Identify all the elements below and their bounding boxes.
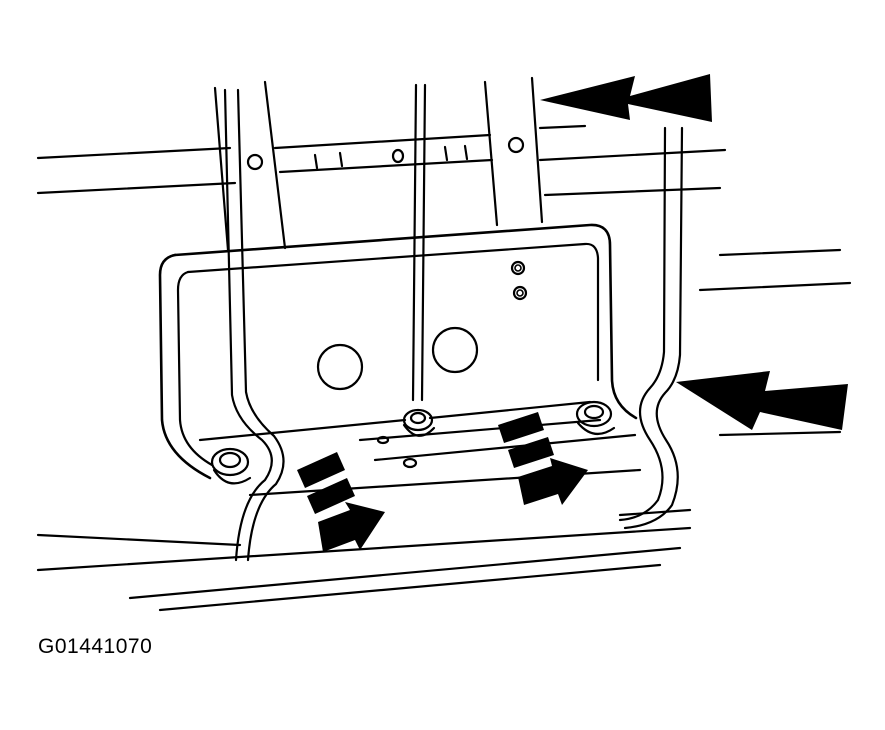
right-dashed-arrow — [498, 412, 588, 505]
floor-lines — [36, 468, 692, 612]
left-dashed-arrow — [297, 452, 385, 552]
mounting-plate — [158, 223, 638, 480]
body-panel-lines — [36, 124, 852, 437]
center-grommet — [402, 408, 436, 437]
lower-bracket — [358, 418, 637, 469]
seat-rail — [213, 76, 544, 252]
right-middle-arrow — [676, 371, 848, 430]
right-grommet — [575, 400, 616, 435]
cables — [223, 83, 684, 562]
left-grommet — [210, 447, 252, 485]
top-right-arrow — [540, 74, 712, 122]
figure-id-label: G01441070 — [38, 635, 153, 658]
fasteners — [210, 400, 616, 485]
